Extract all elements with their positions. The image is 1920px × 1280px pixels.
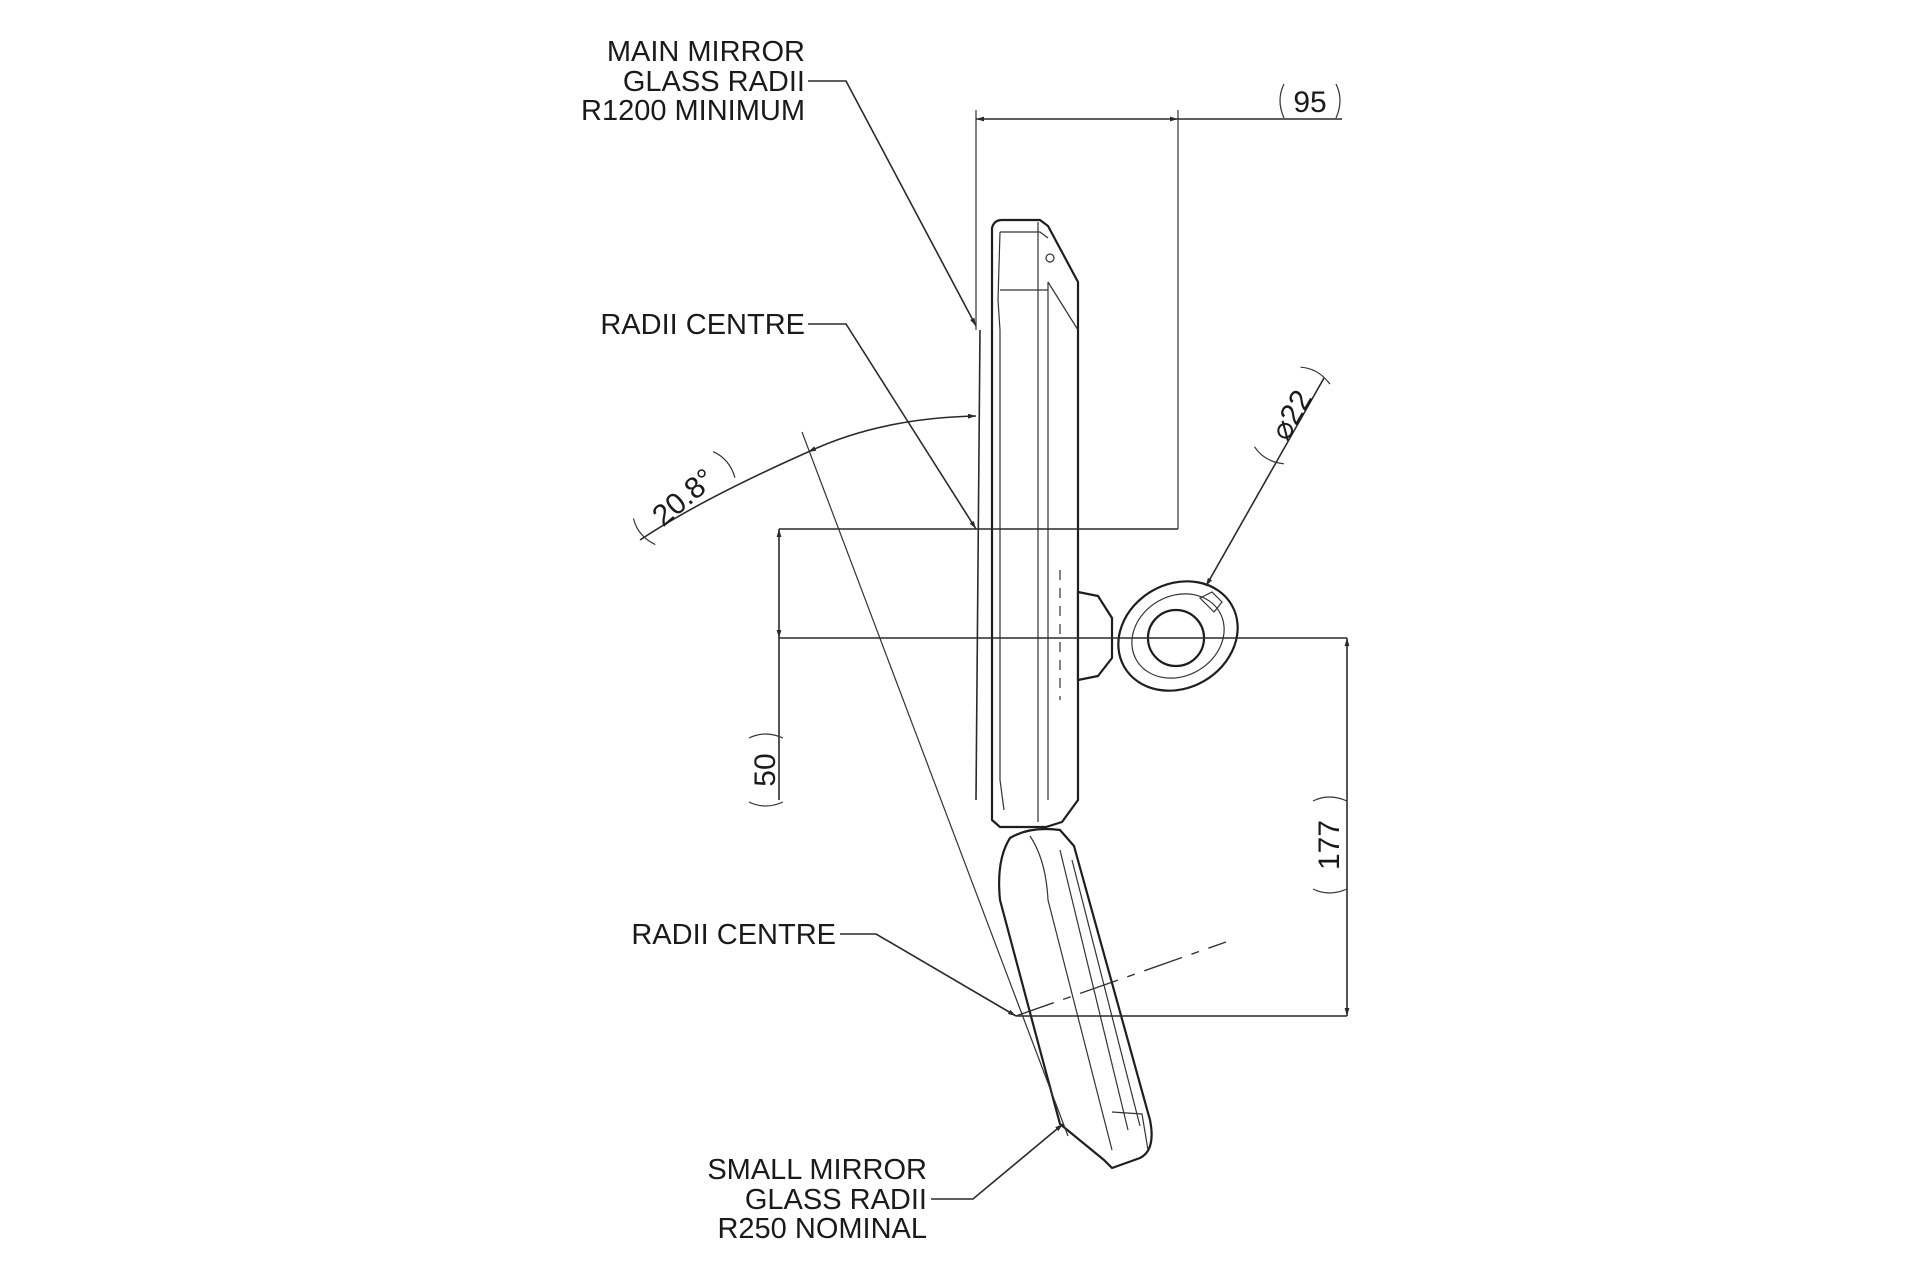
radii-centre-top-label: RADII CENTRE bbox=[600, 309, 805, 341]
small-mirror-label-3: R250 NOMINAL bbox=[717, 1213, 927, 1245]
main-mirror-body bbox=[975, 218, 1080, 829]
main-mirror-label-1: MAIN MIRROR bbox=[607, 36, 805, 68]
small-mirror-label-1: SMALL MIRROR bbox=[707, 1154, 927, 1186]
angle-reference-line bbox=[801, 431, 1069, 1137]
dimension-50: 50 bbox=[748, 529, 784, 807]
radii-centre-bottom-label: RADII CENTRE bbox=[631, 919, 836, 951]
angle-label: 20.8° bbox=[646, 462, 721, 533]
dimension-diameter: ⌀22 bbox=[1205, 366, 1331, 587]
callout-radii-centre-top: RADII CENTRE bbox=[600, 309, 977, 530]
callout-main-mirror: MAIN MIRROR GLASS RADII R1200 MINIMUM bbox=[581, 36, 977, 327]
main-mirror-label-3: R1200 MINIMUM bbox=[581, 95, 805, 127]
small-mirror-label-2: GLASS RADII bbox=[745, 1184, 927, 1216]
dimension-95: 95 bbox=[975, 83, 1342, 529]
small-mirror-axis bbox=[1015, 941, 1227, 1017]
dimension-177: 177 bbox=[1312, 638, 1350, 1016]
small-mirror-body bbox=[998, 827, 1153, 1170]
main-mirror-label-2: GLASS RADII bbox=[623, 66, 805, 98]
height-label: 177 bbox=[1313, 820, 1346, 870]
mirror-mount-knob bbox=[1076, 580, 1239, 692]
offset-label: 50 bbox=[749, 753, 782, 786]
callout-radii-centre-bottom: RADII CENTRE bbox=[631, 919, 1017, 1017]
dimension-95-label: 95 bbox=[1293, 86, 1326, 119]
callout-small-mirror: SMALL MIRROR GLASS RADII R250 NOMINAL bbox=[707, 1123, 1064, 1245]
diameter-label: ⌀22 bbox=[1265, 385, 1319, 446]
